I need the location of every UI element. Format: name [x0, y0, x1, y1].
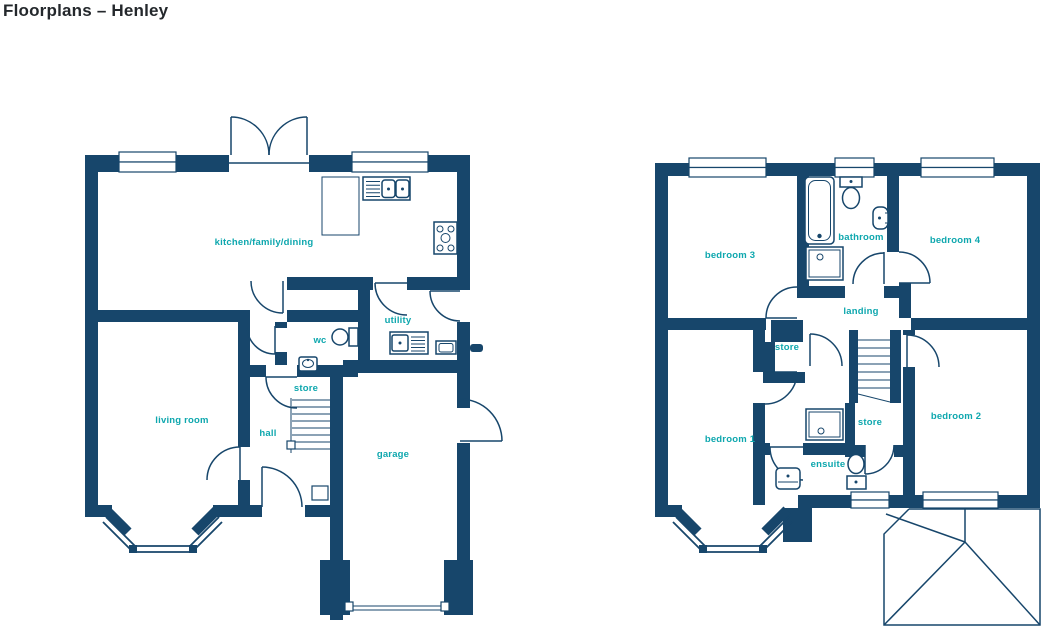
- room-label-bedroom2: bedroom 2: [931, 411, 981, 422]
- room-label-store-landing: store: [775, 342, 799, 353]
- bathroom-basin-icon: [872, 206, 889, 230]
- ensuite-toilet-icon: [846, 453, 867, 490]
- french-doors: [229, 116, 309, 164]
- first-floor-walls: [655, 163, 1040, 542]
- first-floor-room-labels: bedroom 3 bathroom bedroom 4 landing sto…: [705, 232, 981, 470]
- bathtub-icon: [804, 176, 835, 245]
- room-label-utility: utility: [385, 315, 412, 326]
- room-label-bedroom3: bedroom 3: [705, 250, 755, 261]
- room-label-bedroom4: bedroom 4: [930, 235, 981, 246]
- ensuite-shower-tray-icon: [805, 408, 844, 441]
- room-label-wc: wc: [312, 335, 326, 346]
- first-floor-windows: [688, 157, 999, 509]
- kitchen-counter: [321, 176, 360, 236]
- room-label-landing: landing: [843, 306, 878, 317]
- ground-floor-room-labels: kitchen/family/dining utility wc store h…: [155, 237, 412, 460]
- ground-floor-plan: kitchen/family/dining utility wc store h…: [85, 116, 503, 620]
- wc-basin-icon: [298, 356, 318, 372]
- bay-window-bedroom1: [672, 506, 793, 553]
- washing-machine-icon: [435, 340, 483, 355]
- room-label-store-under-stairs: store: [858, 417, 882, 428]
- room-label-kitchen: kitchen/family/dining: [215, 237, 314, 248]
- garage-roof-outline: [883, 508, 1041, 626]
- ground-floor-walls: [85, 155, 473, 620]
- bay-window-living-room: [102, 506, 223, 553]
- utility-sink-icon: [389, 331, 429, 355]
- room-label-store: store: [294, 383, 318, 394]
- room-label-bathroom: bathroom: [838, 232, 883, 243]
- room-label-ensuite: ensuite: [811, 459, 846, 470]
- room-label-hall: hall: [259, 428, 276, 439]
- ensuite-basin-icon: [775, 467, 801, 490]
- room-label-bedroom1: bedroom 1: [705, 434, 756, 445]
- page-title: Floorplans – Henley: [3, 1, 169, 20]
- garage-door: [344, 601, 450, 612]
- kitchen-sink-icon: [362, 176, 411, 201]
- room-label-living-room: living room: [155, 415, 208, 426]
- hall-cupboard: [311, 485, 329, 501]
- first-floor-plan: bedroom 3 bathroom bedroom 4 landing sto…: [655, 157, 1041, 626]
- wc-toilet-icon: [331, 327, 359, 347]
- first-floor-doors: [764, 251, 940, 481]
- bathroom-toilet-icon: [839, 176, 863, 210]
- ground-floor-doors: [206, 280, 503, 508]
- room-label-garage: garage: [377, 449, 409, 460]
- staircase-ground: [286, 398, 330, 453]
- ground-floor-windows: [118, 151, 429, 173]
- hob-icon: [433, 221, 458, 255]
- staircase-first: [857, 339, 891, 403]
- bathroom-shower-tray-icon: [805, 246, 844, 281]
